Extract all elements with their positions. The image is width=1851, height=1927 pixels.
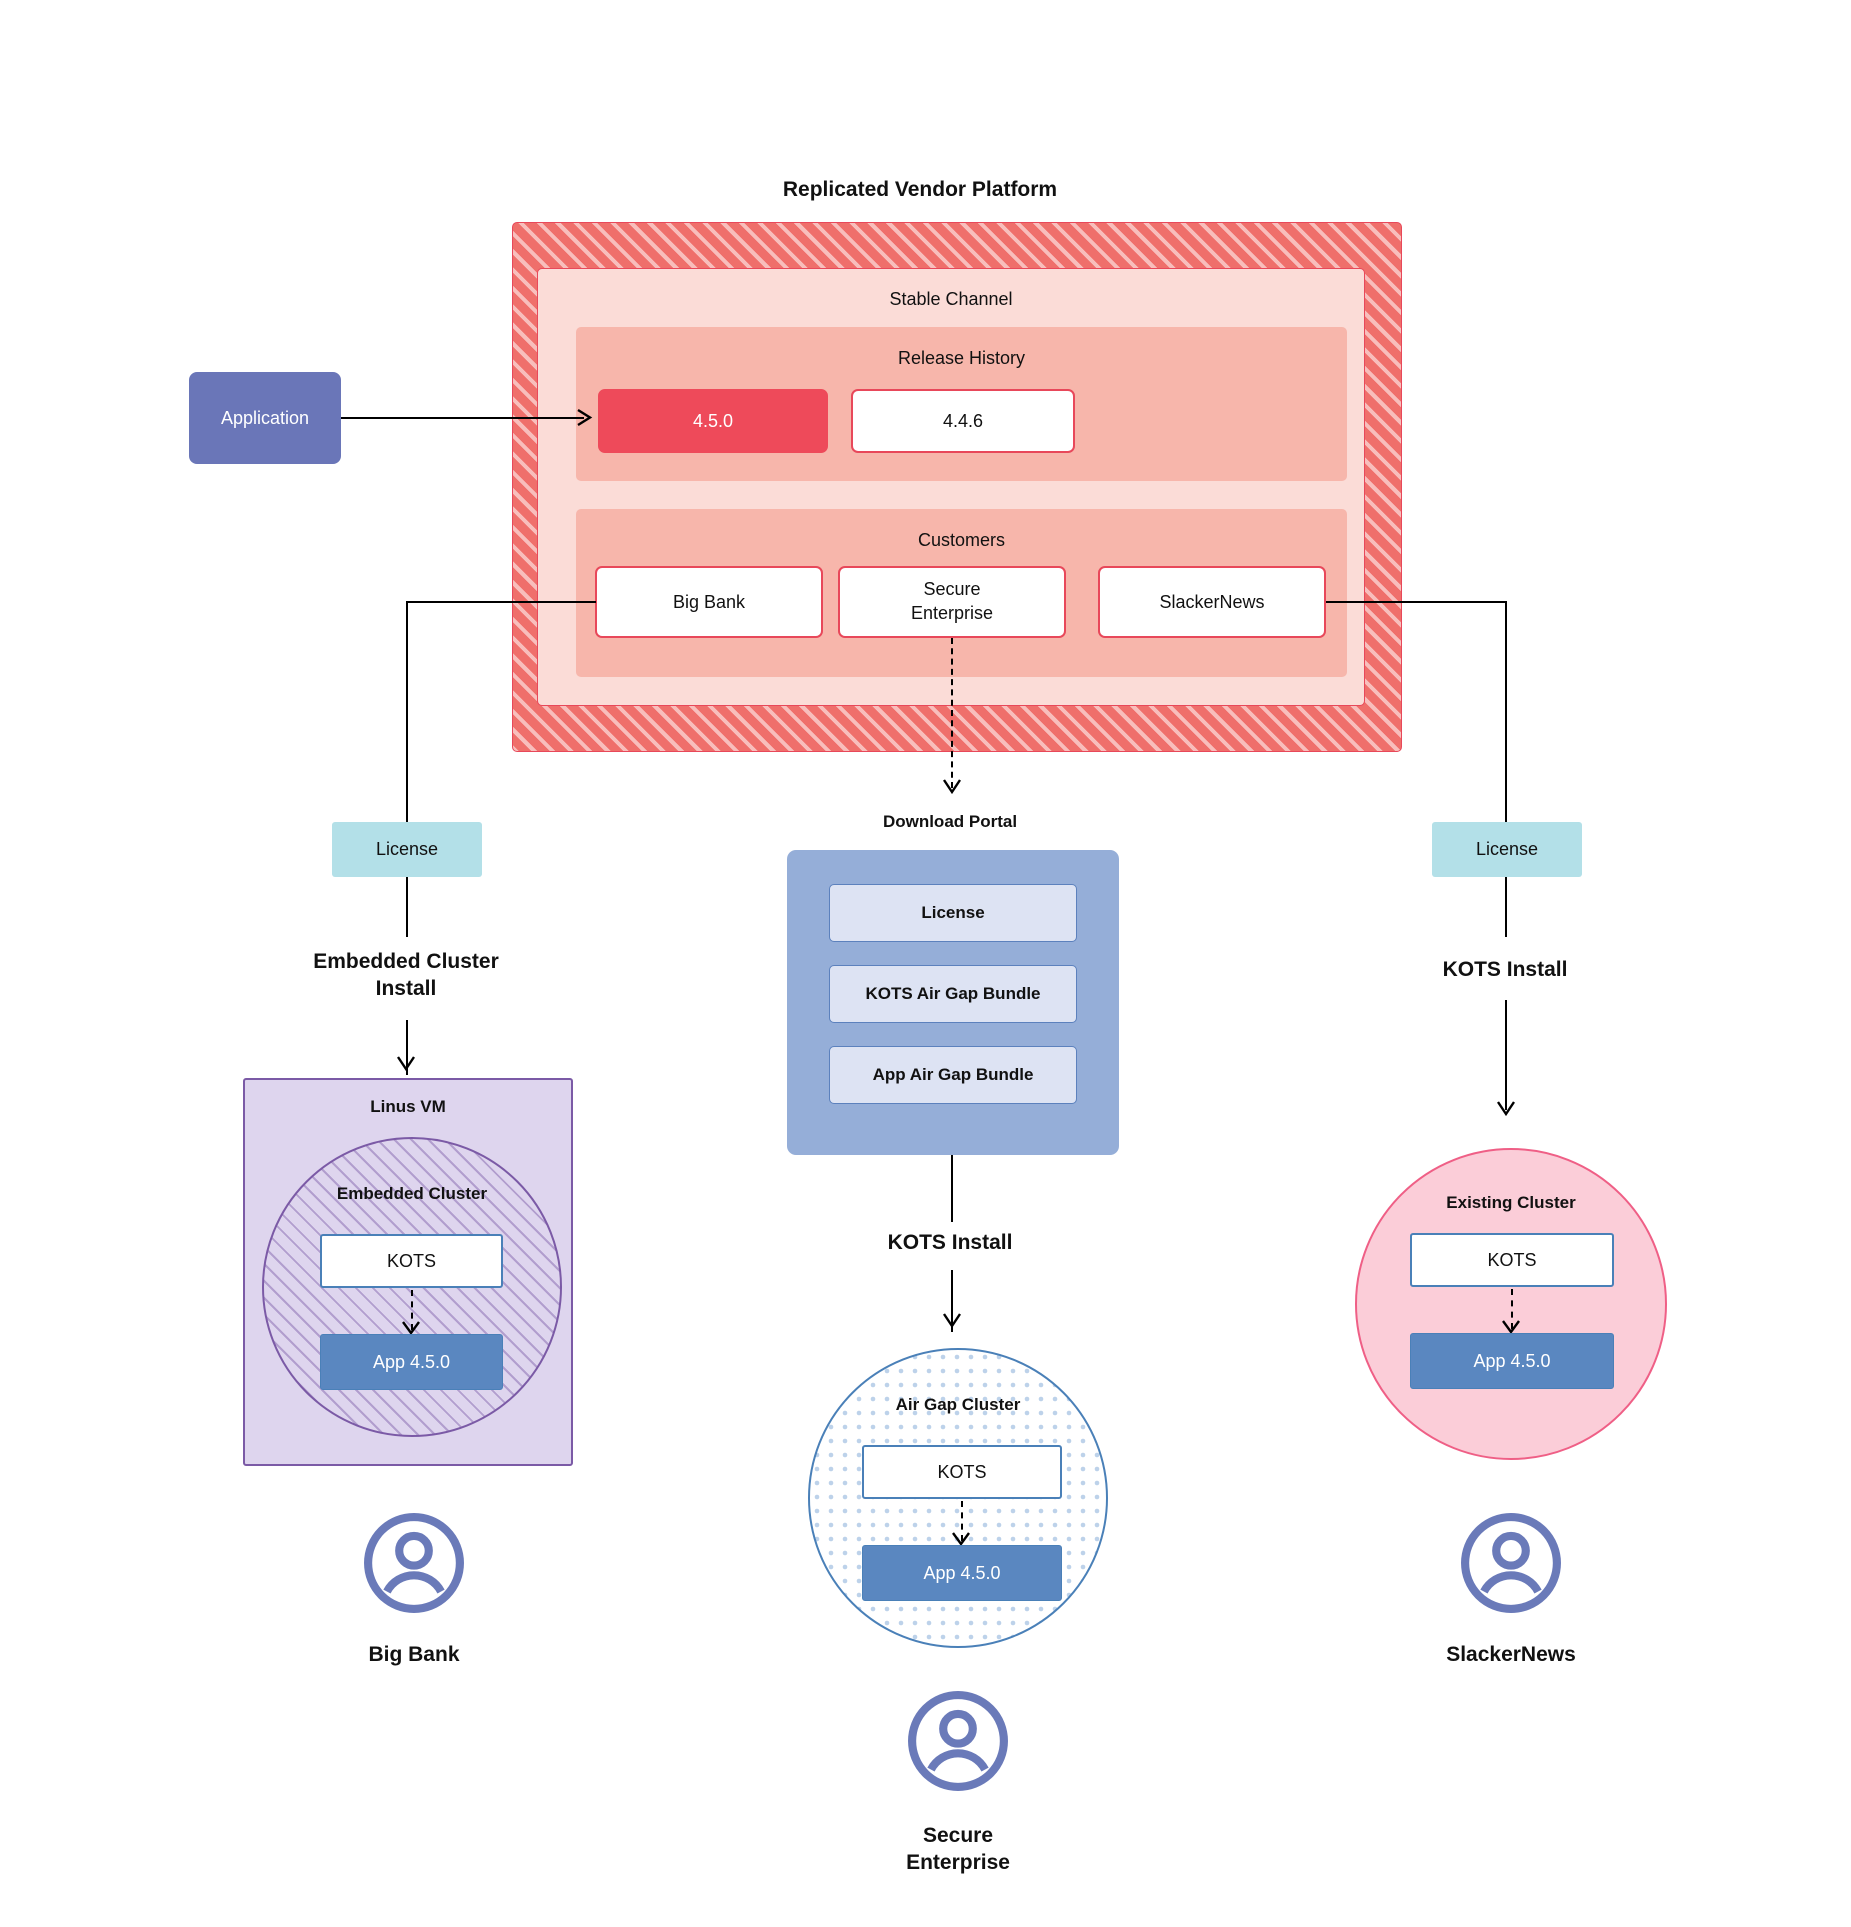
install-to-airgap-arrowhead	[943, 1313, 961, 1329]
release-version-label: 4.5.0	[692, 410, 734, 431]
kots-to-app-arrowhead-center	[952, 1532, 970, 1547]
bigbank-connector-horizontal	[406, 601, 596, 603]
customer-name-big-bank: Big Bank	[368, 1643, 460, 1667]
right-kots-install-label: KOTS Install	[1442, 957, 1568, 981]
kots-to-app-arrowhead-left	[402, 1321, 420, 1336]
app-version-label: App 4.5.0	[372, 1351, 451, 1372]
download-portal-title: Download Portal	[882, 812, 1018, 831]
portal-item-app-air-gap-bundle[interactable]: App Air Gap Bundle	[829, 1046, 1077, 1104]
kots-to-app-dashed-center	[961, 1501, 963, 1541]
portal-item-kots-air-gap-bundle[interactable]: KOTS Air Gap Bundle	[829, 965, 1077, 1023]
install-to-existing-cluster-line	[1505, 1000, 1507, 1110]
release-item-previous[interactable]: 4.4.6	[851, 389, 1075, 453]
slackernews-connector-horizontal	[1326, 601, 1507, 603]
license-label: License	[1475, 839, 1539, 859]
release-history-title: Release History	[897, 347, 1026, 368]
user-avatar-icon	[1461, 1513, 1561, 1613]
portal-item-label: License	[921, 903, 985, 922]
kots-box-right[interactable]: KOTS	[1410, 1233, 1614, 1287]
embedded-cluster-label: Embedded Cluster	[336, 1184, 488, 1203]
install-to-airgap-line	[951, 1270, 953, 1332]
app-version-box-center[interactable]: App 4.5.0	[862, 1545, 1062, 1601]
customer-label: SlackerNews	[1159, 591, 1265, 612]
install-to-vm-arrowhead	[397, 1056, 415, 1072]
center-kots-install-label: KOTS Install	[887, 1230, 1013, 1254]
release-version-label: 4.4.6	[942, 410, 984, 431]
application-to-release-arrowhead	[577, 408, 593, 427]
install-to-vm-line	[406, 1020, 408, 1075]
user-avatar-icon	[364, 1513, 464, 1613]
portal-item-label: App Air Gap Bundle	[872, 1065, 1034, 1084]
release-item-current[interactable]: 4.5.0	[598, 389, 828, 453]
portal-item-label: KOTS Air Gap Bundle	[865, 984, 1041, 1003]
application-label: Application	[220, 407, 310, 428]
kots-label: KOTS	[386, 1250, 436, 1271]
customer-name-slackernews: SlackerNews	[1446, 1643, 1576, 1667]
license-box-right[interactable]: License	[1432, 822, 1582, 877]
existing-cluster-label: Existing Cluster	[1446, 1193, 1576, 1212]
app-version-box-right[interactable]: App 4.5.0	[1410, 1333, 1614, 1389]
license-to-install-line-right	[1505, 877, 1507, 937]
linux-vm-label: Linus VM	[370, 1097, 446, 1116]
user-avatar-icon	[908, 1691, 1008, 1791]
secure-enterprise-dashed-line	[951, 638, 953, 788]
kots-to-app-dashed-left	[411, 1290, 413, 1330]
kots-to-app-arrowhead-right	[1502, 1320, 1520, 1335]
application-to-release-line	[341, 417, 584, 419]
portal-item-license[interactable]: License	[829, 884, 1077, 942]
platform-title: Replicated Vendor Platform	[782, 178, 1058, 201]
customer-card-secure-enterprise[interactable]: Secure Enterprise	[838, 566, 1066, 638]
application-box[interactable]: Application	[189, 372, 341, 464]
air-gap-cluster-label: Air Gap Cluster	[895, 1395, 1021, 1414]
portal-to-install-line	[951, 1155, 953, 1222]
stable-channel-title: Stable Channel	[889, 288, 1013, 309]
kots-to-app-dashed-right	[1511, 1289, 1513, 1329]
customer-label: Secure Enterprise	[910, 579, 994, 623]
license-label: License	[375, 839, 439, 859]
customer-name-secure-enterprise: Secure Enterprise	[906, 1823, 1010, 1874]
kots-label: KOTS	[1487, 1249, 1537, 1270]
app-version-label: App 4.5.0	[923, 1562, 1001, 1583]
kots-label: KOTS	[937, 1461, 987, 1482]
customers-title: Customers	[917, 529, 1006, 550]
secure-enterprise-arrowhead	[943, 779, 961, 795]
customer-card-big-bank[interactable]: Big Bank	[595, 566, 823, 638]
install-to-existing-cluster-arrowhead	[1497, 1101, 1515, 1117]
license-to-install-line-left	[406, 877, 408, 937]
app-version-label: App 4.5.0	[1473, 1350, 1551, 1371]
app-version-box-left[interactable]: App 4.5.0	[320, 1334, 503, 1390]
bigbank-connector-vertical	[406, 601, 408, 822]
kots-box-center[interactable]: KOTS	[862, 1445, 1062, 1499]
customer-card-slackernews[interactable]: SlackerNews	[1098, 566, 1326, 638]
kots-box-left[interactable]: KOTS	[320, 1234, 503, 1288]
license-box-left[interactable]: License	[332, 822, 482, 877]
slackernews-connector-vertical	[1505, 601, 1507, 822]
customer-label: Big Bank	[672, 591, 746, 612]
embedded-cluster-install-label: Embedded Cluster Install	[313, 950, 499, 1000]
